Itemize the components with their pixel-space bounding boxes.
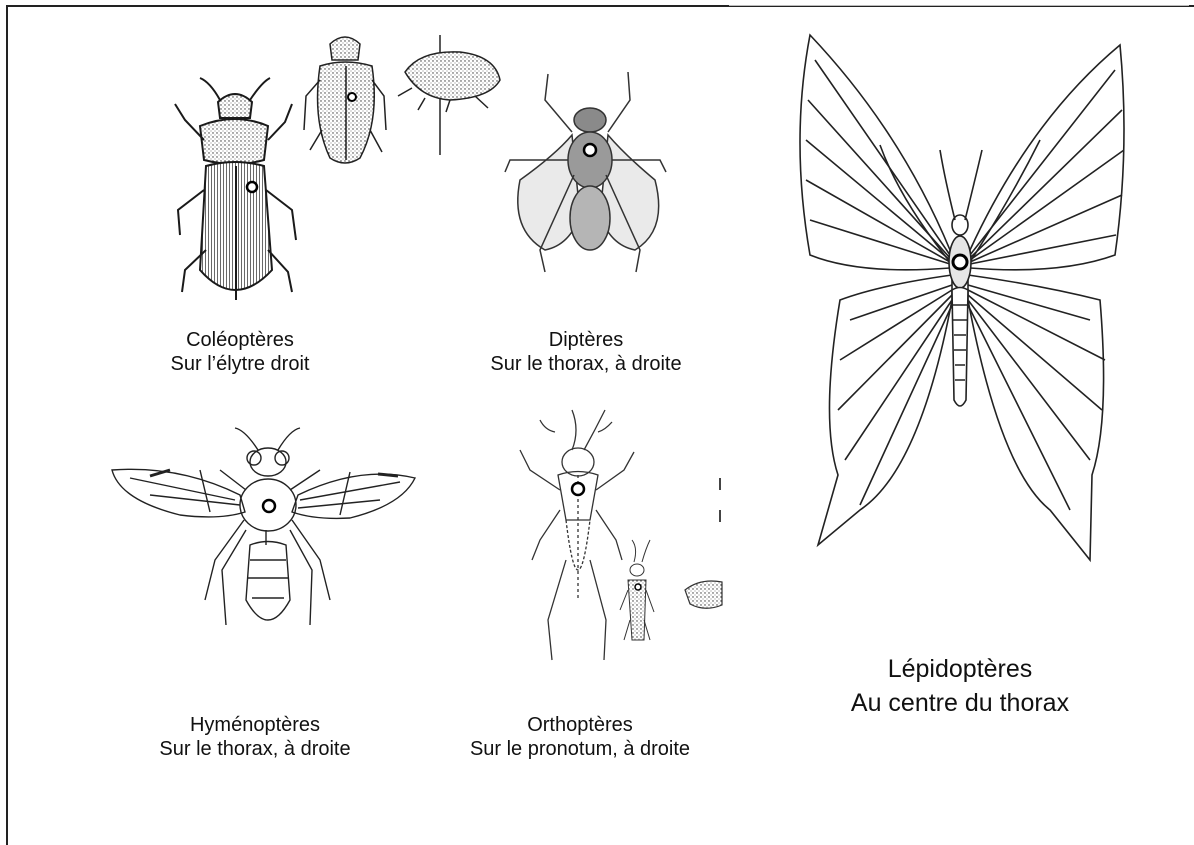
grasshopper-pin-marker [572, 483, 584, 495]
small-beetle-pin-marker [348, 93, 356, 101]
caption-lepidopteres-location: Au centre du thorax [830, 686, 1090, 720]
caption-dipteres: Diptères Sur le thorax, à droite [446, 328, 726, 376]
butterfly-pin-marker [953, 255, 967, 269]
caption-lepidopteres: Lépidoptères Au centre du thorax [830, 652, 1090, 720]
wasp-drawing [112, 428, 415, 625]
small-grasshopper-drawing [620, 540, 654, 640]
caption-coleopteres: Coléoptères Sur l’élytre droit [120, 328, 360, 376]
caption-hymenopteres-order: Hyménoptères [120, 713, 390, 737]
caption-orthopteres-order: Orthoptères [430, 713, 730, 737]
caption-dipteres-order: Diptères [446, 328, 726, 352]
caption-orthopteres: Orthoptères Sur le pronotum, à droite [430, 713, 730, 761]
caption-hymenopteres: Hyménoptères Sur le thorax, à droite [120, 713, 390, 761]
caption-orthopteres-location: Sur le pronotum, à droite [430, 737, 730, 761]
caption-coleopteres-location: Sur l’élytre droit [120, 352, 360, 376]
fly-drawing [505, 72, 666, 272]
beetle-pin-marker [247, 182, 257, 192]
grasshopper-drawing [520, 410, 634, 660]
caption-dipteres-location: Sur le thorax, à droite [446, 352, 726, 376]
wasp-pin-marker [263, 500, 275, 512]
beetle-drawing [175, 78, 296, 300]
caption-lepidopteres-order: Lépidoptères [830, 652, 1090, 686]
edge-insect-fragment [685, 581, 722, 608]
caption-hymenopteres-location: Sur le thorax, à droite [120, 737, 390, 761]
pinned-beetle-side-drawing [398, 35, 500, 155]
butterfly-drawing [800, 35, 1124, 560]
caption-coleopteres-order: Coléoptères [120, 328, 360, 352]
small-grasshopper-pin-marker [635, 584, 641, 590]
fly-pin-marker [584, 144, 596, 156]
small-beetle-drawing [304, 37, 386, 163]
